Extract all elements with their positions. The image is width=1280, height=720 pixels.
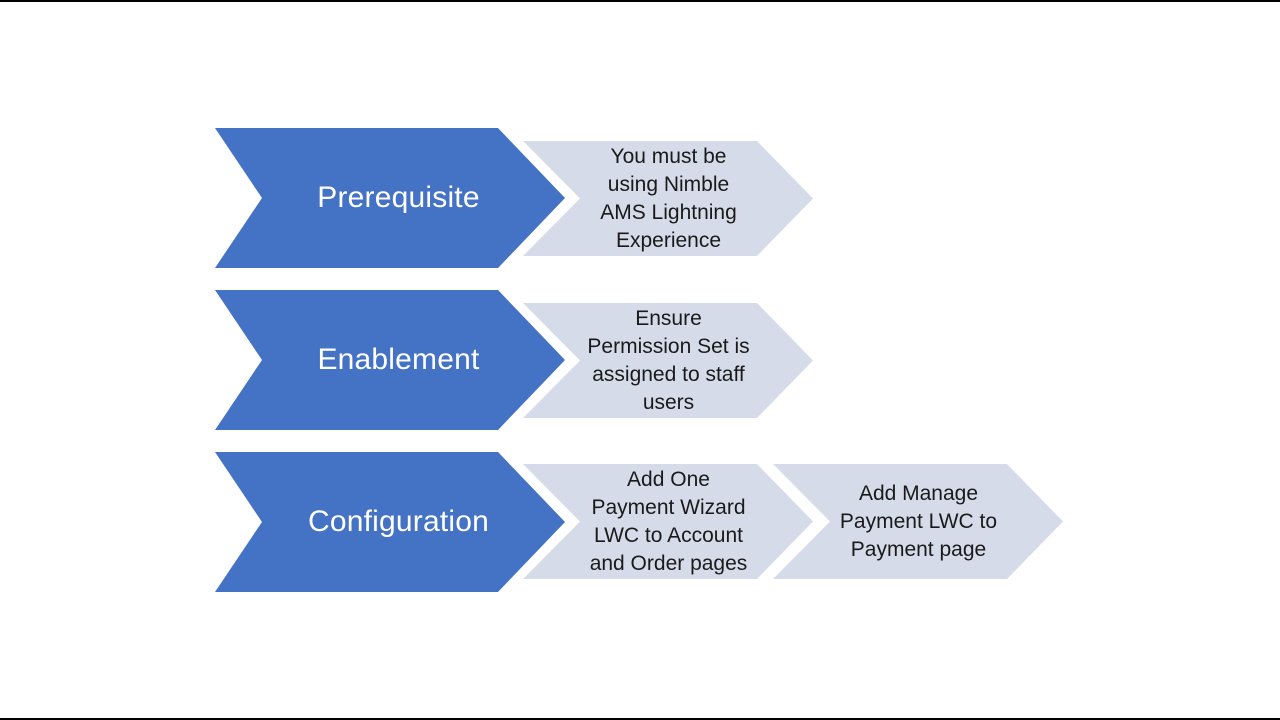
stage-chevron-enablement: Enablement bbox=[215, 290, 565, 430]
chevron-right-shape bbox=[523, 303, 813, 418]
slide-top-border bbox=[0, 0, 1280, 2]
chevron-right-shape-fill bbox=[215, 128, 565, 268]
chevron-right-shape bbox=[215, 290, 565, 430]
chevron-right-shape bbox=[523, 464, 813, 579]
step-chevron-enablement-1: Ensure Permission Set is assigned to sta… bbox=[523, 303, 813, 418]
chevron-right-shape-fill bbox=[523, 464, 813, 579]
chevron-right-shape-fill bbox=[773, 464, 1063, 579]
chevron-right-shape bbox=[773, 464, 1063, 579]
chevron-right-shape bbox=[523, 141, 813, 256]
stage-chevron-configuration: Configuration bbox=[215, 452, 565, 592]
step-chevron-configuration-1: Add One Payment Wizard LWC to Account an… bbox=[523, 464, 813, 579]
chevron-right-shape-fill bbox=[523, 303, 813, 418]
step-chevron-configuration-2: Add Manage Payment LWC to Payment page bbox=[773, 464, 1063, 579]
step-chevron-prerequisite-1: You must be using Nimble AMS Lightning E… bbox=[523, 141, 813, 256]
chevron-right-shape bbox=[215, 452, 565, 592]
chevron-right-shape-fill bbox=[215, 290, 565, 430]
chevron-right-shape-fill bbox=[215, 452, 565, 592]
stage-chevron-prerequisite: Prerequisite bbox=[215, 128, 565, 268]
slide-bottom-border bbox=[0, 718, 1280, 720]
chevron-right-shape-fill bbox=[523, 141, 813, 256]
chevron-right-shape bbox=[215, 128, 565, 268]
